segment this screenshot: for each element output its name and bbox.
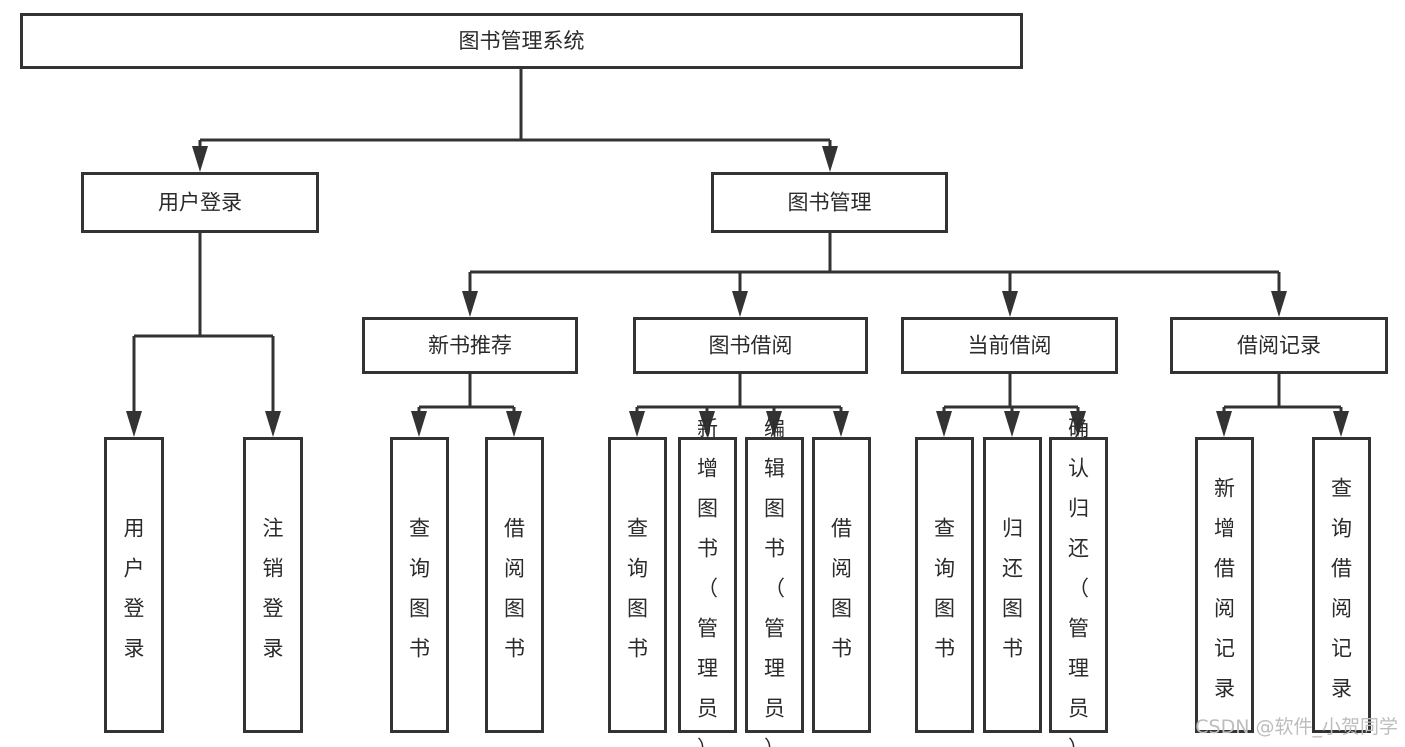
node-l3-book-borrow[interactable]: 图书借阅 xyxy=(633,317,868,374)
node-leaf-return-book[interactable]: 归还图书 xyxy=(983,437,1042,733)
node-box xyxy=(362,317,578,374)
node-label: 查询借阅记录 xyxy=(1331,476,1352,700)
node-label: 查询图书 xyxy=(409,516,430,660)
node-box xyxy=(983,437,1042,733)
node-box xyxy=(390,437,449,733)
connector-layer xyxy=(126,69,1349,437)
node-label: 借阅图书 xyxy=(504,516,525,660)
connector-conn-l2books-to-l3 xyxy=(462,233,1287,317)
node-label: 图书管理 xyxy=(788,191,872,215)
node-leaf-query-book-cb[interactable]: 查询图书 xyxy=(915,437,974,733)
node-label: 用户登录 xyxy=(124,516,145,660)
node-label: 注销登录 xyxy=(263,516,284,660)
node-l3-borrow-record[interactable]: 借阅记录 xyxy=(1170,317,1388,374)
node-label: 查询图书 xyxy=(934,516,955,660)
node-box xyxy=(711,172,948,233)
connector-conn-l3record-to-leaves xyxy=(1216,374,1349,437)
node-box xyxy=(243,437,303,733)
node-box xyxy=(678,437,737,733)
node-box xyxy=(20,13,1023,69)
connector-conn-l2user-to-leaves xyxy=(126,233,281,437)
node-label: 图书管理系统 xyxy=(459,29,585,53)
node-box xyxy=(608,437,667,733)
node-leaf-query-book-rec[interactable]: 查询图书 xyxy=(390,437,449,733)
node-label: 查询图书 xyxy=(627,516,648,660)
connector-conn-l3current-to-leaves xyxy=(936,374,1086,437)
node-leaf-confirm-return-admin[interactable]: 确认归还（管理员） xyxy=(1049,416,1108,747)
node-layer: 图书管理系统用户登录图书管理新书推荐图书借阅当前借阅借阅记录用户登录注销登录查询… xyxy=(20,13,1388,747)
node-label: 新增图书（管理员） xyxy=(697,416,718,747)
node-l3-new-book-rec[interactable]: 新书推荐 xyxy=(362,317,578,374)
node-label: 图书借阅 xyxy=(709,334,793,358)
node-l2-book-manage[interactable]: 图书管理 xyxy=(711,172,948,233)
csdn-watermark: CSDN @软件_小贺同学 xyxy=(1195,716,1398,738)
node-label: 当前借阅 xyxy=(968,334,1052,358)
node-box xyxy=(915,437,974,733)
node-leaf-add-borrow-record[interactable]: 新增借阅记录 xyxy=(1195,437,1254,733)
node-box xyxy=(901,317,1118,374)
node-box xyxy=(1049,437,1108,733)
node-box xyxy=(745,437,804,733)
node-box xyxy=(1170,317,1388,374)
node-leaf-query-book-br[interactable]: 查询图书 xyxy=(608,437,667,733)
node-box xyxy=(812,437,871,733)
node-label: 归还图书 xyxy=(1002,516,1023,660)
node-leaf-logout[interactable]: 注销登录 xyxy=(243,437,303,733)
node-l3-current-borrow[interactable]: 当前借阅 xyxy=(901,317,1118,374)
node-label: 确认归还（管理员） xyxy=(1068,416,1089,747)
node-label: 借阅图书 xyxy=(831,516,852,660)
node-box xyxy=(81,172,319,233)
node-leaf-query-borrow-record[interactable]: 查询借阅记录 xyxy=(1312,437,1371,733)
node-leaf-borrow-book-rec[interactable]: 借阅图书 xyxy=(485,437,544,733)
node-leaf-user-login[interactable]: 用户登录 xyxy=(104,437,164,733)
node-label: 新增借阅记录 xyxy=(1214,476,1235,700)
node-root[interactable]: 图书管理系统 xyxy=(20,13,1023,69)
node-box xyxy=(485,437,544,733)
connector-conn-l3rec-to-leaves xyxy=(411,374,522,437)
node-leaf-add-book-admin[interactable]: 新增图书（管理员） xyxy=(678,416,737,747)
node-label: 借阅记录 xyxy=(1237,334,1321,358)
connector-conn-root-to-l2 xyxy=(192,69,838,172)
node-leaf-edit-book-admin[interactable]: 编辑图书（管理员） xyxy=(745,416,804,747)
node-box xyxy=(1195,437,1254,733)
node-l2-user-login[interactable]: 用户登录 xyxy=(81,172,319,233)
node-label: 编辑图书（管理员） xyxy=(764,416,785,747)
node-label: 新书推荐 xyxy=(428,334,512,358)
node-box xyxy=(104,437,164,733)
node-label: 用户登录 xyxy=(158,191,242,215)
node-leaf-borrow-book-br[interactable]: 借阅图书 xyxy=(812,437,871,733)
connector-conn-l3borrow-to-leaves xyxy=(629,374,849,437)
node-box xyxy=(633,317,868,374)
node-box xyxy=(1312,437,1371,733)
